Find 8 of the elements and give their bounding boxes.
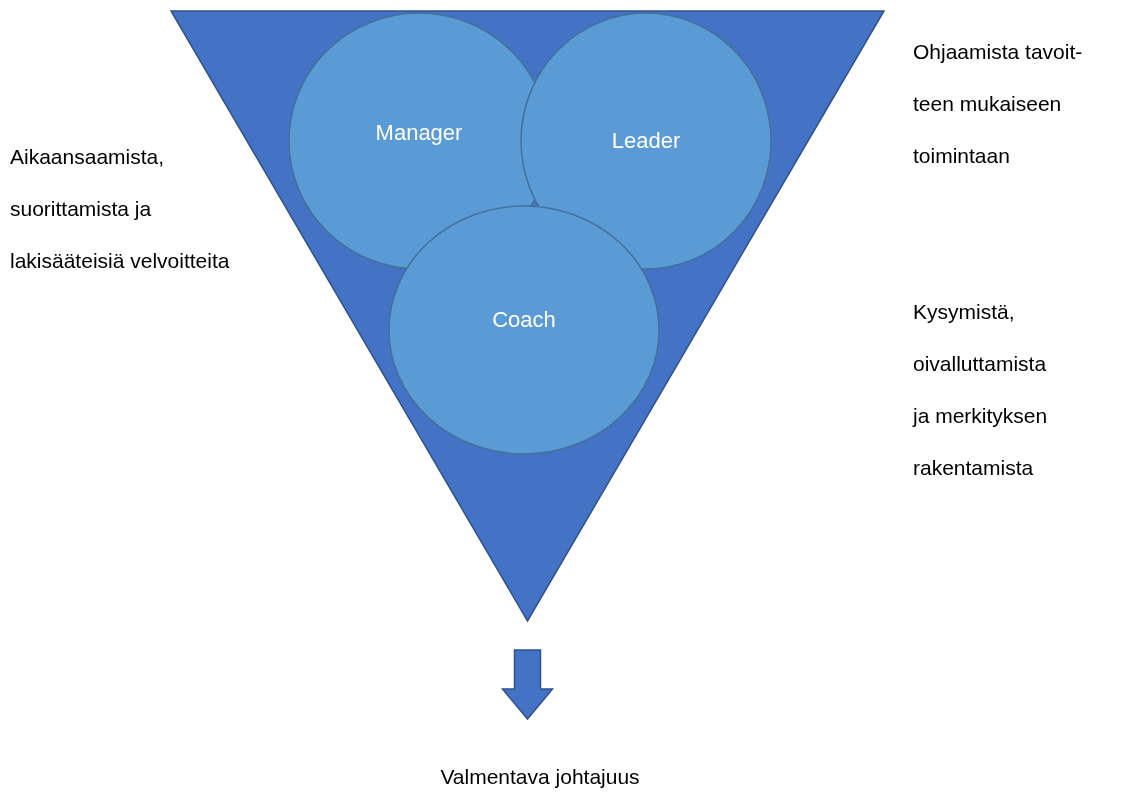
description-text: Aikaansaamista, suorittamista ja lakisääteisiä velvoitteita <box>10 144 231 274</box>
description-text: Kysymistä, oivalluttamista ja merkityksen rakentamista <box>913 299 1049 481</box>
block-arrow <box>500 649 555 721</box>
caption-text: Valmentava johtajuus <box>400 757 680 792</box>
circle-label: Coach <box>492 307 556 333</box>
circle-label: Leader <box>611 128 681 154</box>
circle-label: Manager <box>375 120 463 146</box>
description-text: Ohjaamista tavoit-teen mukaiseen toimintaan <box>913 39 1084 169</box>
